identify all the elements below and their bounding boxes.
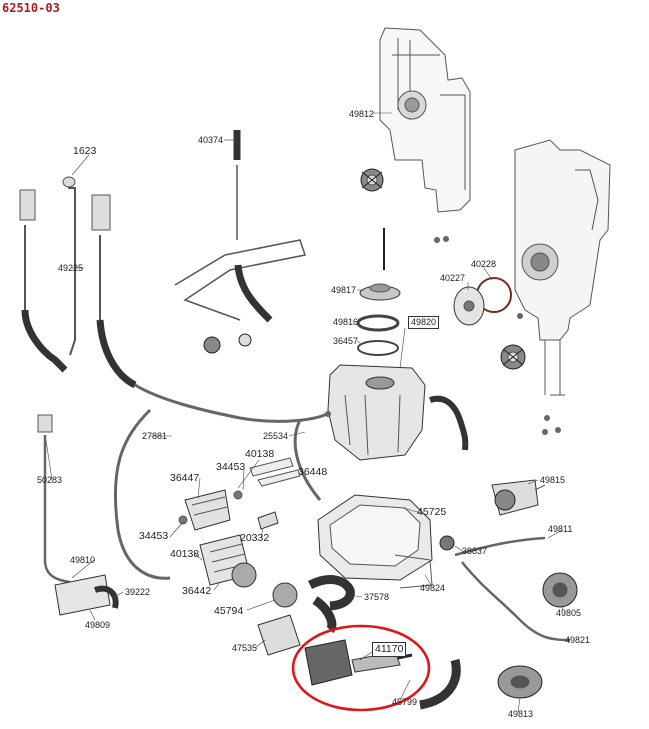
part-label-49805: 49805 xyxy=(556,608,582,618)
tank-seal-and-impeller xyxy=(453,277,512,326)
leader-lines xyxy=(45,112,571,713)
pump-hose xyxy=(293,419,322,501)
part-label-36448: 36448 xyxy=(298,466,328,478)
part-label-45794: 45794 xyxy=(214,605,244,617)
part-label-49812: 49812 xyxy=(349,109,375,119)
right-impeller xyxy=(500,344,526,370)
part-label-40374: 40374 xyxy=(198,135,224,145)
inlet-valve-assembly xyxy=(37,414,119,616)
part-label-37578: 37578 xyxy=(364,592,390,602)
control-module xyxy=(178,457,301,531)
part-label-49817: 49817 xyxy=(331,285,357,295)
part-label-40228: 40228 xyxy=(471,259,497,269)
heating-element xyxy=(257,614,413,686)
sump-assembly xyxy=(317,494,455,589)
part-label-49809: 49809 xyxy=(85,620,111,630)
drain-pipe-assembly xyxy=(174,130,306,354)
inlet-hose-middle xyxy=(62,176,76,356)
part-label-1623: 1623 xyxy=(73,145,97,157)
diagram-title: 62510-03 xyxy=(2,1,60,15)
drain-pump xyxy=(491,479,546,516)
part-label-49815: 49815 xyxy=(540,475,566,485)
part-label-50283: 50283 xyxy=(37,475,63,485)
part-label-39222: 39222 xyxy=(125,587,151,597)
drain-hose-lower xyxy=(419,658,461,710)
pressure-switch-assembly xyxy=(454,536,578,699)
inlet-hose-left xyxy=(19,189,68,373)
circulation-pump-housing xyxy=(327,364,426,461)
drain-hose-upper xyxy=(429,395,469,451)
part-label-49820: 49820 xyxy=(408,316,440,329)
part-label-34453-bottom: 34453 xyxy=(139,530,169,542)
water-distributor-panel xyxy=(379,27,471,213)
part-label-49810: 49810 xyxy=(70,555,96,565)
part-label-40138-bottom: 40138 xyxy=(170,548,200,560)
part-label-45725: 45725 xyxy=(417,506,447,518)
long-hose xyxy=(113,383,331,580)
part-label-41170: 41170 xyxy=(372,642,407,657)
pump-top-parts xyxy=(356,228,401,356)
part-label-36447: 36447 xyxy=(170,472,200,484)
heater-block xyxy=(199,511,279,588)
part-label-49816: 49816 xyxy=(333,317,359,327)
part-label-27881: 27881 xyxy=(142,431,168,441)
part-label-36457: 36457 xyxy=(333,336,359,346)
part-label-45799: 45799 xyxy=(392,697,418,707)
inlet-hose-right xyxy=(91,194,137,389)
part-label-40138-top: 40138 xyxy=(245,448,275,460)
part-label-20332: 20332 xyxy=(240,532,270,544)
part-label-49813: 49813 xyxy=(508,709,534,719)
sump-hoses xyxy=(272,575,355,634)
part-label-49811: 49811 xyxy=(548,524,573,534)
hardware-screws xyxy=(325,236,561,435)
highlight-ellipse xyxy=(291,624,431,712)
part-label-38837: 38837 xyxy=(462,546,488,556)
part-label-36442: 36442 xyxy=(182,585,212,597)
part-label-34453-top: 34453 xyxy=(216,461,246,473)
part-label-49824: 49824 xyxy=(420,583,446,593)
small-impeller xyxy=(360,168,384,192)
part-label-40227: 40227 xyxy=(440,273,466,283)
part-label-49821: 49821 xyxy=(565,635,591,645)
part-label-49225: 49225 xyxy=(58,263,84,273)
part-label-25534: 25534 xyxy=(263,431,289,441)
water-tank-panel xyxy=(514,139,611,396)
part-label-47535: 47535 xyxy=(232,643,258,653)
